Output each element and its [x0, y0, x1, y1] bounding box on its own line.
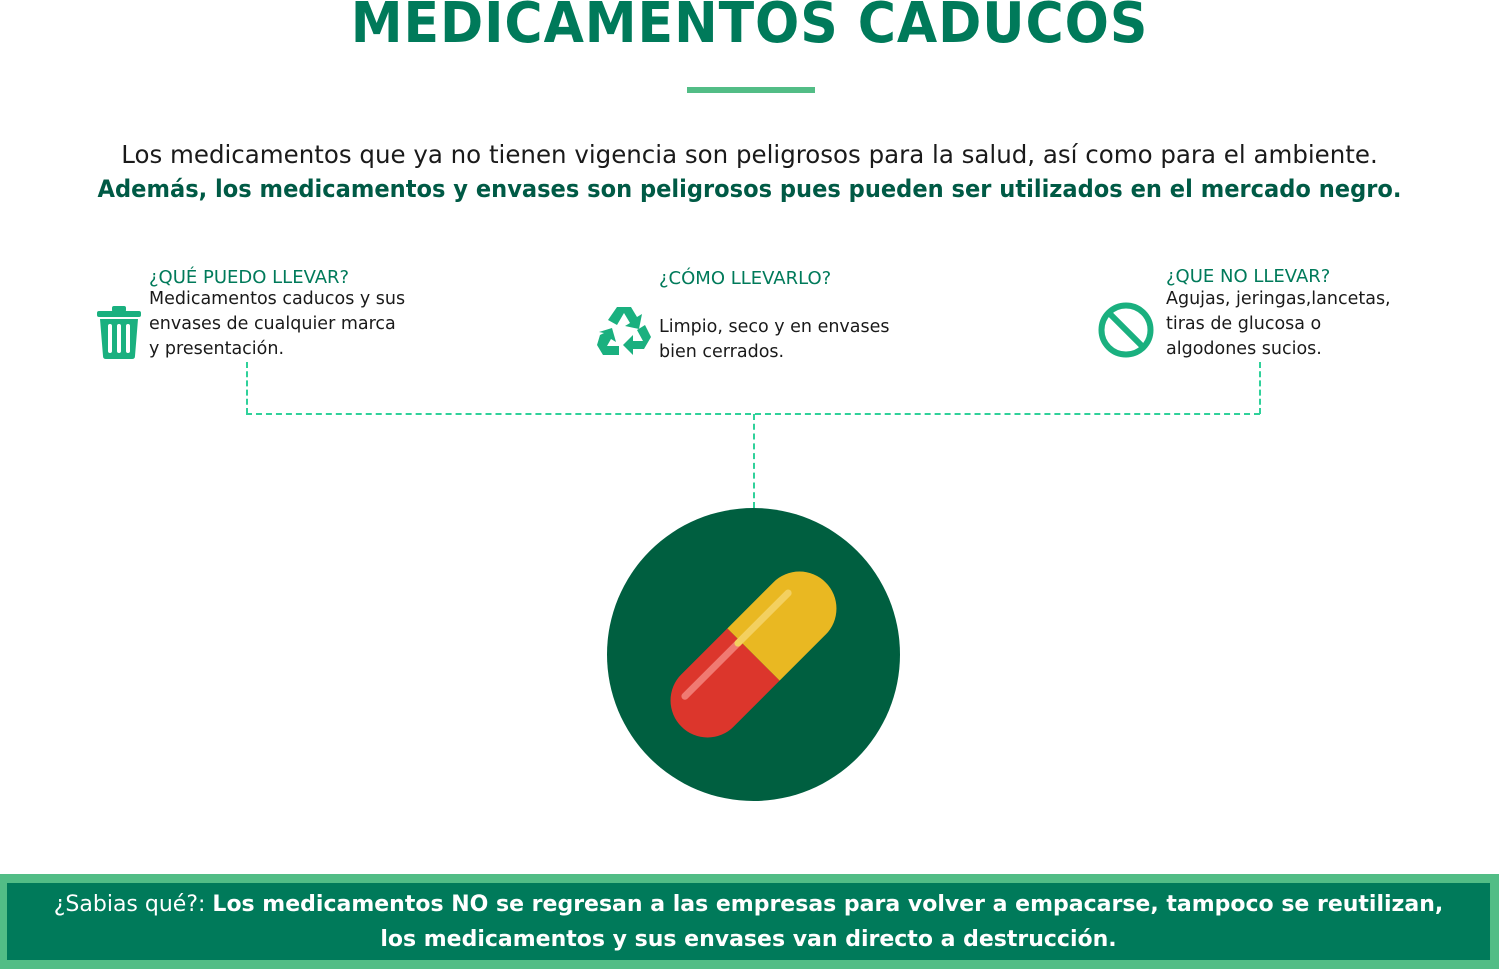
pill-illustration [607, 508, 900, 801]
connector-right-vertical [1259, 362, 1261, 414]
column-description: Medicamentos caducos y sus envases de cu… [149, 287, 405, 362]
description-line: algodones sucios. [1166, 339, 1322, 359]
column-description: Agujas, jeringas,lancetas, tiras de gluc… [1166, 287, 1391, 362]
prohibited-icon [1098, 302, 1154, 358]
column-heading: ¿QUE NO LLEVAR? [1166, 266, 1331, 287]
description-line: Agujas, jeringas,lancetas, [1166, 289, 1391, 309]
column-heading: ¿CÓMO LLEVARLO? [659, 268, 832, 289]
description-line: Medicamentos caducos y sus [149, 289, 406, 309]
trash-icon [97, 306, 141, 359]
description-line: bien cerrados. [659, 342, 785, 362]
did-you-know-content: ¿Sabias qué?: Los medicamentos NO se reg… [7, 883, 1490, 960]
title-underline [687, 87, 815, 93]
did-you-know-line-1: Los medicamentos NO se regresan a las em… [212, 891, 1444, 917]
intro-text: Los medicamentos que ya no tienen vigenc… [0, 138, 1499, 206]
description-line: y presentación. [149, 339, 285, 359]
connector-center-vertical [753, 414, 755, 508]
column-description: Limpio, seco y en envases bien cerrados. [659, 315, 890, 365]
description-line: envases de cualquier marca [149, 314, 396, 334]
intro-line-2: Además, los medicamentos y envases son p… [97, 175, 1402, 203]
did-you-know-label: ¿Sabias qué?: [53, 891, 206, 917]
did-you-know-line-2: los medicamentos y sus envases van direc… [380, 926, 1117, 952]
column-heading: ¿QUÉ PUEDO LLEVAR? [149, 267, 350, 288]
recycle-icon [597, 305, 651, 357]
connector-left-vertical [246, 362, 248, 414]
intro-line-1: Los medicamentos que ya no tienen vigenc… [121, 140, 1378, 169]
page-title: MEDICAMENTOS CADUCOS [350, 0, 1149, 56]
did-you-know-banner: ¿Sabias qué?: Los medicamentos NO se reg… [0, 874, 1499, 969]
capsule-pill-icon [655, 556, 852, 753]
description-line: tiras de glucosa o [1166, 314, 1322, 334]
description-line: Limpio, seco y en envases [659, 317, 890, 337]
